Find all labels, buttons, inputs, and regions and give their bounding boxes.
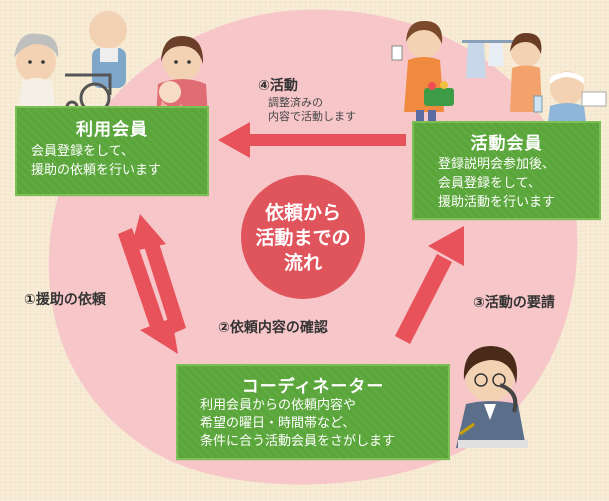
step4-description-line-2: 内容で活動します [268,110,356,123]
arrow-step1 [118,228,178,354]
user-member-description: 会員登録をして、 援助の依頼を行います [31,142,161,180]
coordinator-title: コーディネーター [241,377,385,397]
center-title-line-2: 活動までの [255,227,351,249]
coordinator-line-2: 希望の曜日・時間帯など、 [200,416,356,431]
arrow-step3 [395,226,464,344]
step2-label: ②依頼内容の確認 [218,320,328,336]
coordinator-line-3: 条件に合う活動会員をさがします [200,434,396,449]
activity-member-description: 登録説明会参加後、 会員登録をして、 援助活動を行います [438,155,555,212]
coordinator-description: 利用会員からの依頼内容や 希望の曜日・時間帯など、 条件に合う活動会員をさがしま… [200,397,395,451]
coordinator-woman-illustration [456,346,528,448]
user-member-box: 利用会員 会員登録をして、 援助の依頼を行います [15,106,209,196]
step4-label: ④活動 [258,78,298,94]
center-title-line-3: 流れ [283,252,322,274]
center-title-line-1: 依頼から [264,202,341,224]
woman-hanging-laundry-illustration [510,32,542,112]
user-member-title: 利用会員 [76,120,148,140]
center-flow-title: 依頼から 活動までの 流れ [255,201,351,276]
laundry-hanger-illustration [462,40,514,78]
arrow-step4 [218,122,406,158]
user-member-line-1: 会員登録をして、 [31,144,134,159]
step1-label: ①援助の依頼 [24,292,106,308]
step4-description-line-1: 調整済みの [268,96,323,109]
elderly-woman-illustration [14,33,59,112]
step3-label: ③活動の要請 [473,295,555,311]
activity-member-line-2: 会員登録をして、 [438,176,541,191]
activity-member-title: 活動会員 [470,134,543,154]
step4-description: 調整済みの 内容で活動します [268,96,356,124]
activity-member-line-3: 援助活動を行います [438,195,556,210]
elderly-man-illustration [89,11,127,88]
coordinator-box: コーディネーター 利用会員からの依頼内容や 希望の曜日・時間帯など、 条件に合う… [176,364,450,460]
coordinator-line-1: 利用会員からの依頼内容や [200,398,357,413]
activity-member-line-1: 登録説明会参加後、 [438,157,556,172]
user-member-line-2: 援助の依頼を行います [31,163,162,178]
arrow-step2 [130,214,186,334]
center-circle [241,175,365,299]
activity-member-box: 活動会員 登録説明会参加後、 会員登録をして、 援助活動を行います [412,121,601,220]
